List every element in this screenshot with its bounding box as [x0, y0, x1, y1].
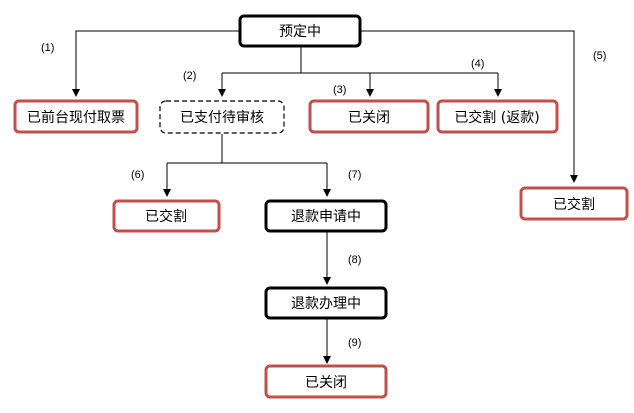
edges — [72, 30, 578, 364]
step-label-4: (4) — [471, 58, 484, 70]
step-label-8: (8) — [348, 254, 361, 266]
nodes: 预定中 已前台现付取票 已支付待审核 已关闭 已交割 (返款) 已交割 — [13, 14, 629, 399]
node-settled-after-review: 已交割 — [112, 199, 221, 233]
node-refund-applying-label: 退款申请中 — [291, 209, 361, 225]
node-settled-refund: 已交割 (返款) — [436, 99, 559, 134]
node-front-desk-pay: 已前台现付取票 — [13, 99, 139, 134]
node-booking: 预定中 — [238, 14, 362, 48]
step-label-7: (7) — [348, 169, 361, 181]
node-settled-after-review-label: 已交割 — [145, 208, 187, 225]
node-closed-a: 已关闭 — [308, 99, 430, 134]
node-settled-direct: 已交割 — [519, 186, 629, 221]
node-refund-processing-label: 退款办理中 — [291, 296, 361, 312]
node-closed-a-label: 已关闭 — [348, 110, 390, 126]
node-settled-direct-label: 已交割 — [553, 196, 595, 213]
node-booking-label: 预定中 — [279, 24, 321, 40]
node-paid-pending-review-label: 已支付待审核 — [180, 110, 264, 126]
node-refund-applying: 退款申请中 — [264, 199, 388, 233]
step-labels: (1) (2) (3) (4) (5) (6) (7) (8) (9) — [41, 42, 606, 349]
node-closed-b-label: 已关闭 — [305, 375, 347, 391]
edge-booking-to-settled-direct — [360, 30, 578, 183]
node-paid-pending-review: 已支付待审核 — [159, 100, 285, 134]
step-label-1: (1) — [41, 42, 54, 54]
step-label-5: (5) — [593, 50, 606, 62]
step-label-6: (6) — [131, 169, 144, 181]
step-label-9: (9) — [348, 337, 361, 349]
node-closed-b: 已关闭 — [264, 364, 388, 399]
node-settled-refund-label: 已交割 (返款) — [454, 109, 539, 126]
node-front-desk-pay-label: 已前台现付取票 — [27, 109, 125, 126]
node-refund-processing: 退款办理中 — [264, 286, 388, 320]
step-label-2: (2) — [183, 70, 196, 82]
step-label-3: (3) — [333, 84, 346, 96]
edge-booking-to-front-desk — [72, 30, 240, 97]
